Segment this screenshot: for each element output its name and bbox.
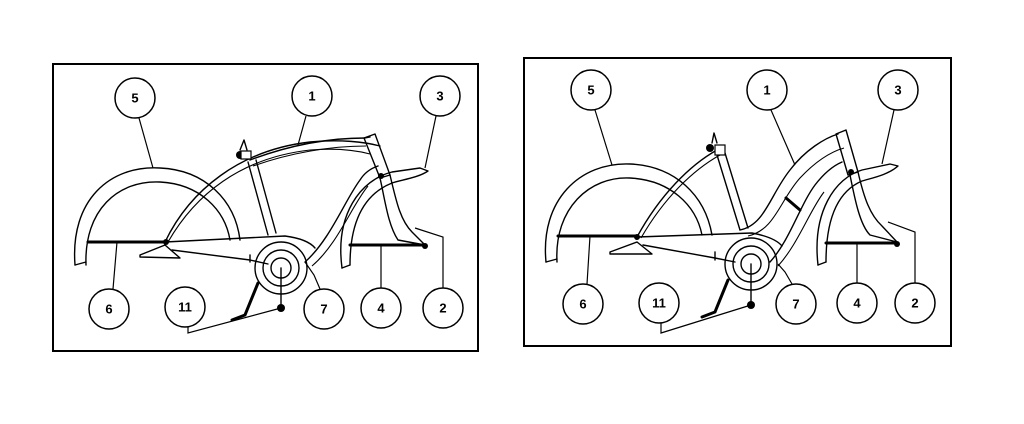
- panel-left-mens-frame: 5 1 3 6 11 7 4 2: [52, 63, 479, 352]
- panel-border: [523, 57, 952, 347]
- svg-text:2: 2: [911, 296, 918, 311]
- rear-fender: [73, 167, 241, 266]
- rear-fender: [544, 163, 713, 263]
- seat-clamp-icon: [236, 139, 252, 160]
- sprocket-crank: [254, 241, 308, 312]
- callout-5: 5: [570, 69, 612, 111]
- callout-7: 7: [303, 288, 345, 330]
- callout-4: 4: [836, 282, 878, 324]
- front-fork: [849, 174, 898, 243]
- front-fork: [379, 177, 426, 246]
- chain-guard: [139, 235, 316, 265]
- panel-right-womens-frame: 5 1 3 6 11 7 4 2: [523, 57, 952, 347]
- callout-1: 1: [746, 69, 788, 111]
- callout-6: 6: [88, 288, 130, 330]
- svg-text:4: 4: [853, 296, 861, 311]
- leader-lines: [112, 115, 444, 334]
- panel-border: [52, 63, 479, 352]
- callout-2: 2: [422, 287, 464, 329]
- seat-tube: [716, 154, 741, 231]
- callout-11: 11: [638, 282, 680, 324]
- seat-stay: [636, 149, 718, 238]
- callout-4: 4: [360, 287, 402, 329]
- top-tube-curved: [739, 133, 839, 231]
- seat-clamp-icon: [706, 132, 726, 156]
- svg-text:7: 7: [792, 297, 799, 312]
- svg-text:3: 3: [436, 89, 443, 104]
- sprocket-crank: [724, 237, 778, 309]
- kickstand: [230, 281, 260, 322]
- callout-1: 1: [291, 75, 333, 117]
- svg-text:2: 2: [439, 301, 446, 316]
- frame-brace: [784, 196, 802, 212]
- callout-6: 6: [562, 283, 604, 325]
- svg-text:4: 4: [377, 301, 385, 316]
- kickstand: [700, 278, 730, 319]
- down-tube: [769, 161, 843, 263]
- callout-7: 7: [775, 283, 817, 325]
- svg-text:11: 11: [178, 300, 192, 315]
- svg-text:1: 1: [763, 83, 770, 98]
- down-tube: [304, 165, 379, 263]
- front-fender: [816, 163, 899, 266]
- chain-guard: [609, 232, 783, 263]
- leader-lines: [586, 109, 916, 334]
- callout-3: 3: [877, 69, 919, 111]
- callout-5: 5: [114, 77, 156, 119]
- callout-2: 2: [894, 282, 936, 324]
- svg-text:3: 3: [894, 83, 901, 98]
- svg-text:1: 1: [308, 89, 315, 104]
- svg-text:7: 7: [320, 302, 327, 317]
- svg-text:5: 5: [131, 91, 138, 106]
- seat-stay: [164, 140, 381, 243]
- head-tube: [835, 129, 859, 176]
- top-tube: [249, 136, 371, 161]
- seat-tube: [247, 161, 269, 236]
- svg-text:5: 5: [587, 83, 594, 98]
- callout-3: 3: [419, 75, 461, 117]
- svg-text:6: 6: [105, 302, 112, 317]
- svg-text:6: 6: [579, 297, 586, 312]
- svg-text:11: 11: [652, 296, 666, 311]
- callout-11: 11: [164, 286, 206, 328]
- front-fender: [340, 167, 429, 269]
